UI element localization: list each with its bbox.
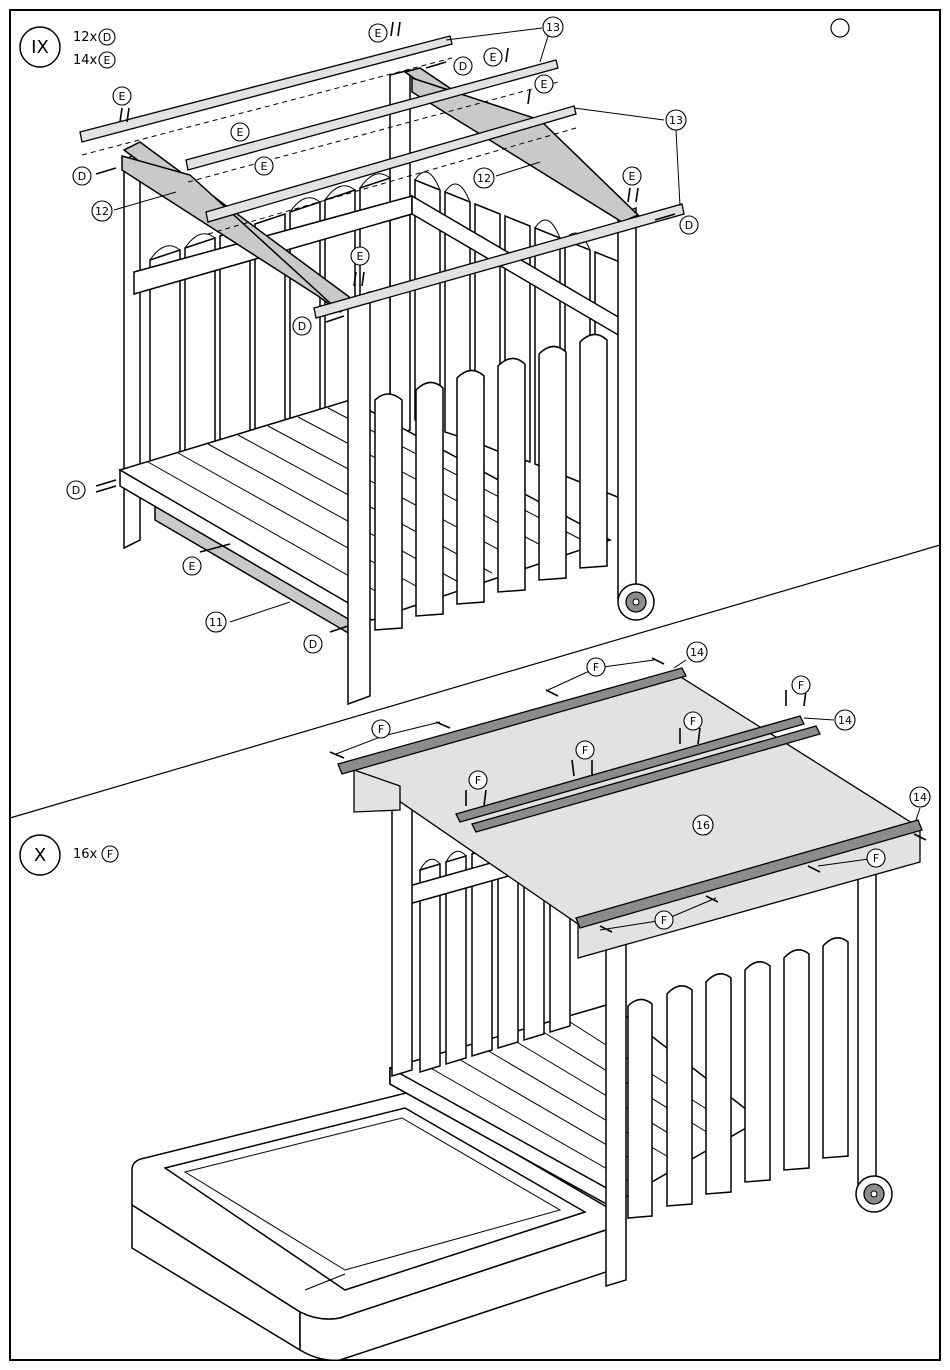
fastener-label: D: [685, 219, 693, 232]
fastener-label: E: [261, 160, 268, 173]
fastener-label: D: [78, 170, 86, 183]
fastener-label: F: [798, 679, 804, 692]
fastener-label: F: [593, 661, 599, 674]
part-label: 14: [913, 791, 927, 804]
fastener-label: D: [309, 638, 317, 651]
step-number: IX: [31, 37, 49, 58]
fastener-label: D: [72, 484, 80, 497]
fastener-label: E: [541, 78, 548, 91]
part-label: 14: [690, 646, 704, 659]
part-label: 12: [477, 172, 491, 185]
fastener-label: E: [189, 560, 196, 573]
hardware-qty: 16x: [73, 847, 98, 862]
fastener-label: F: [378, 723, 384, 736]
fastener-label: E: [375, 27, 382, 40]
step-number: X: [34, 845, 46, 866]
hardware-part: D: [103, 31, 111, 44]
fastener-label: D: [298, 320, 306, 333]
wheel-icon: [856, 1176, 892, 1212]
fastener-label: E: [629, 170, 636, 183]
hardware-qty: 12x: [73, 30, 98, 45]
fastener-label: E: [237, 126, 244, 139]
hardware-part: E: [104, 54, 111, 67]
part-label: 14: [838, 714, 852, 727]
step-ix-header: IX 12x D 14x E: [20, 27, 115, 68]
wheel-icon: [618, 584, 654, 620]
fastener-label: E: [119, 90, 126, 103]
fastener-label: F: [475, 774, 481, 787]
part-label: 11: [209, 616, 223, 629]
step-x-drawing: [132, 658, 926, 1360]
step-x-header: X 16x F: [20, 835, 118, 875]
fastener-label: E: [490, 51, 497, 64]
step-ix-drawing: [80, 22, 684, 704]
fastener-label: F: [873, 852, 879, 865]
fastener-label: F: [690, 715, 696, 728]
fastener-label: F: [661, 914, 667, 927]
part-label: 16: [696, 819, 710, 832]
hardware-part: F: [107, 848, 113, 861]
part-label: 13: [546, 21, 560, 34]
part-label: 13: [669, 114, 683, 127]
fastener-label: F: [582, 744, 588, 757]
fastener-label: D: [459, 60, 467, 73]
hardware-qty: 14x: [73, 53, 98, 68]
corner-marker-icon: [831, 19, 849, 37]
fastener-label: E: [357, 250, 364, 263]
part-label: 12: [95, 205, 109, 218]
